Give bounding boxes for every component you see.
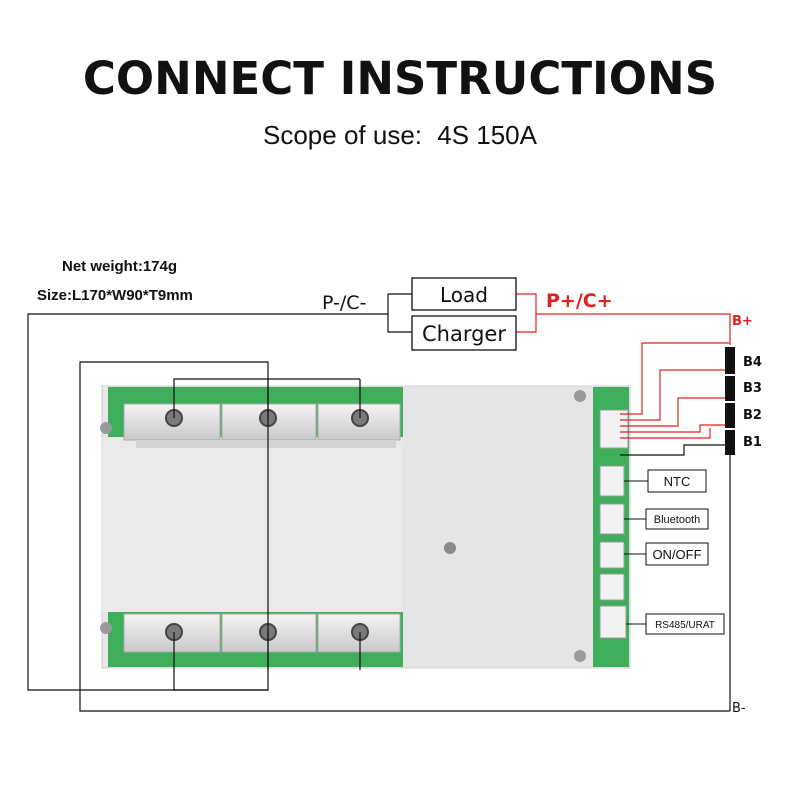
- cell-label-b1: B1: [743, 435, 762, 450]
- load-box: [411, 277, 517, 311]
- load-label: Load: [440, 283, 488, 307]
- cell-label-b4: B4: [743, 355, 762, 370]
- positive-terminal-label: P+/C+: [546, 290, 613, 312]
- port-ntc: NTC: [664, 474, 691, 489]
- bottom-terminals: [123, 613, 401, 653]
- scope-label: Scope of use:: [263, 120, 422, 150]
- screw-icon: [100, 622, 112, 634]
- screw-icon: [574, 390, 586, 402]
- screw-icon: [574, 650, 586, 662]
- cell-label-b2: B2: [743, 408, 762, 423]
- port-leaders: [624, 480, 648, 625]
- onoff-box: [645, 542, 709, 566]
- screw-icon: [100, 422, 112, 434]
- port-rs485: RS485/URAT: [655, 620, 715, 631]
- bluetooth-box: [645, 508, 709, 530]
- rs485-box: [645, 613, 725, 635]
- page-title: CONNECT INSTRUCTIONS: [82, 52, 718, 105]
- cell-label-b3: B3: [743, 381, 762, 396]
- port-bluetooth: Bluetooth: [654, 514, 700, 526]
- bms-board: [100, 385, 631, 669]
- negative-terminal-label: P-/C-: [322, 292, 366, 314]
- top-terminals: [123, 403, 401, 448]
- ntc-box: [647, 469, 707, 493]
- cell-stack: [721, 347, 739, 455]
- charger-label: Charger: [422, 322, 506, 346]
- board-size: Size:L170*W90*T9mm: [37, 287, 193, 304]
- positive-wiring: [516, 293, 731, 439]
- screw-icon: [444, 542, 456, 554]
- charger-box: [411, 315, 517, 351]
- negative-wiring: [27, 293, 731, 712]
- port-onoff: ON/OFF: [652, 547, 701, 562]
- board-connectors: [599, 409, 629, 639]
- net-weight: Net weight:174g: [62, 258, 178, 275]
- scope-value: 4S 150A: [437, 120, 537, 150]
- scope-line: Scope of use: 4S 150A: [0, 120, 800, 151]
- b-plus-label: B+: [732, 314, 753, 329]
- b-minus-label: B-: [732, 701, 746, 716]
